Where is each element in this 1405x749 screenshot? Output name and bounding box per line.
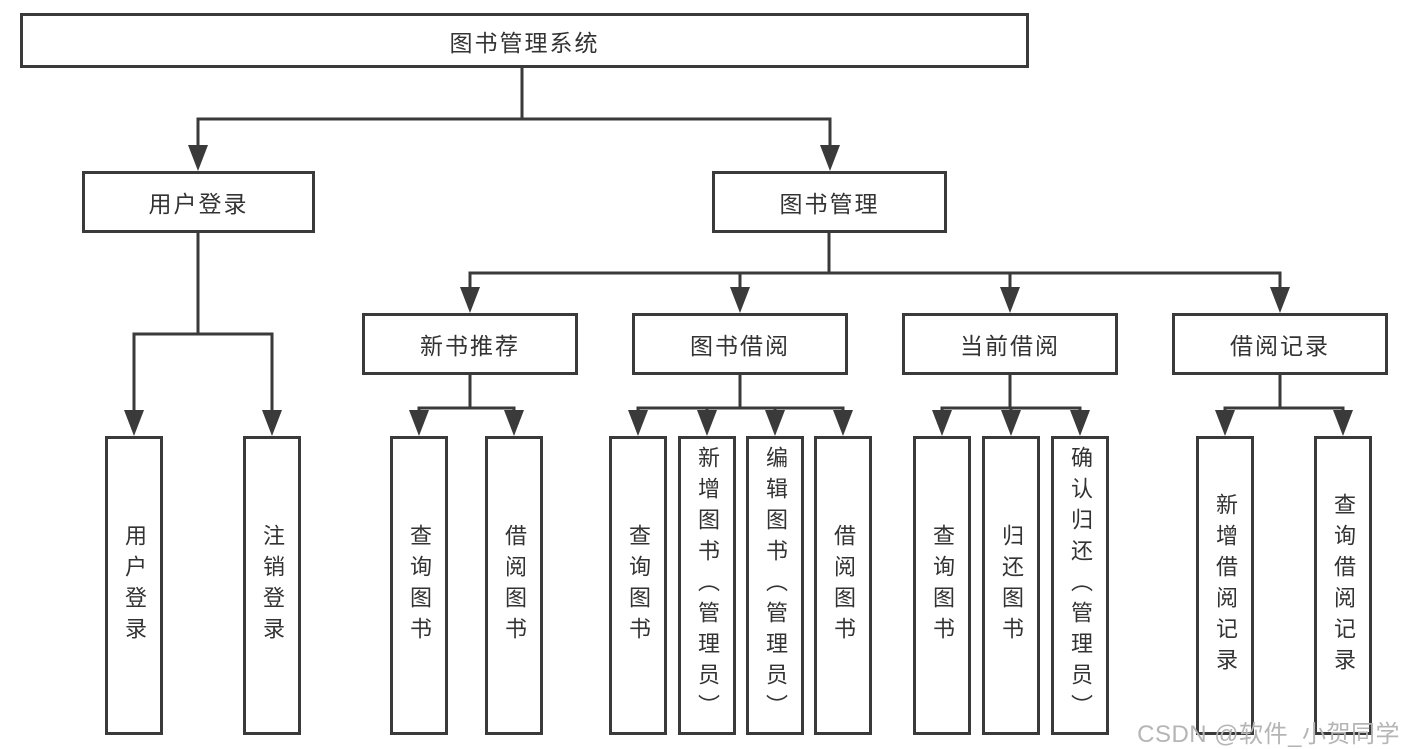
node-book-borrowing: 图书借阅 xyxy=(632,313,848,375)
leaf-label: 新增图书（管理员） xyxy=(695,446,720,725)
leaf-label: 用户登录 xyxy=(122,523,147,648)
leaf-confirm-return-admin: 确认归还（管理员） xyxy=(1051,436,1109,735)
leaf-label: 借阅图书 xyxy=(831,523,856,648)
leaf-add-book-admin: 新增图书（管理员） xyxy=(678,436,736,735)
leaf-label: 查询借阅记录 xyxy=(1331,492,1356,679)
leaf-add-borrow-record: 新增借阅记录 xyxy=(1196,436,1254,735)
leaf-logout: 注销登录 xyxy=(243,436,301,735)
node-user-login: 用户登录 xyxy=(82,171,315,233)
node-book-management: 图书管理 xyxy=(712,171,947,233)
leaf-query-books-3: 查询图书 xyxy=(913,436,971,735)
leaf-label: 借阅图书 xyxy=(502,523,527,648)
watermark: CSDN @软件_小贺同学 xyxy=(1137,721,1400,748)
leaf-query-books: 查询图书 xyxy=(390,436,448,735)
leaf-label: 新增借阅记录 xyxy=(1213,492,1238,679)
leaf-label: 编辑图书（管理员） xyxy=(763,446,788,725)
leaf-label: 确认归还（管理员） xyxy=(1068,446,1093,725)
node-new-book-recommendation: 新书推荐 xyxy=(362,313,578,375)
leaf-label: 归还图书 xyxy=(999,523,1024,648)
leaf-label: 注销登录 xyxy=(260,523,285,648)
leaf-label: 查询图书 xyxy=(930,523,955,648)
leaf-query-books-2: 查询图书 xyxy=(609,436,667,735)
leaf-query-borrow-record: 查询借阅记录 xyxy=(1314,436,1372,735)
node-current-borrowing: 当前借阅 xyxy=(902,313,1118,375)
leaf-label: 查询图书 xyxy=(407,523,432,648)
node-library-management-system: 图书管理系统 xyxy=(20,13,1029,68)
leaf-return-book: 归还图书 xyxy=(982,436,1040,735)
leaf-edit-book-admin: 编辑图书（管理员） xyxy=(746,436,804,735)
leaf-label: 查询图书 xyxy=(626,523,651,648)
leaf-borrow-books: 借阅图书 xyxy=(485,436,543,735)
leaf-borrow-books-2: 借阅图书 xyxy=(814,436,872,735)
node-borrowing-records: 借阅记录 xyxy=(1172,313,1388,375)
leaf-user-login: 用户登录 xyxy=(105,436,163,735)
